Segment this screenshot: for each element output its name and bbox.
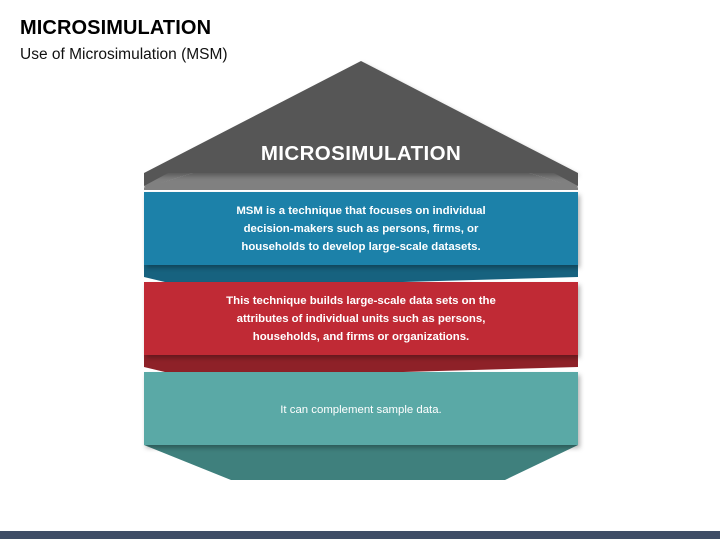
band-red-line-1: This technique builds large-scale data s…	[226, 295, 496, 307]
roof-label: MICROSIMULATION	[261, 142, 461, 165]
footer-accent-bar	[0, 531, 720, 539]
band-red-rect[interactable]	[144, 282, 578, 355]
band-blue-group[interactable]: MSM is a technique that focuses on indiv…	[144, 192, 578, 288]
band-teal-rect[interactable]	[144, 372, 578, 445]
page-title: MICROSIMULATION	[20, 17, 212, 39]
band-red-line-3: households, and firms or organizations.	[253, 331, 469, 343]
band-red-group[interactable]: This technique builds large-scale data s…	[144, 282, 578, 378]
roof-triangle[interactable]	[144, 61, 578, 173]
roof-overhang-left	[144, 173, 168, 186]
microsimulation-house-diagram: MICROSIMULATION MSM is a technique that …	[144, 61, 578, 480]
band-teal-base-shadow	[144, 445, 578, 480]
band-blue-line-1: MSM is a technique that focuses on indiv…	[236, 205, 485, 217]
page-subtitle: Use of Microsimulation (MSM)	[20, 46, 228, 63]
band-blue-line-3: households to develop large-scale datase…	[241, 241, 480, 253]
band-blue-rect[interactable]	[144, 192, 578, 265]
band-blue-line-2: decision-makers such as persons, firms, …	[244, 223, 479, 235]
band-red-line-2: attributes of individual units such as p…	[237, 313, 486, 325]
roof-overhang-right	[554, 173, 578, 186]
band-teal-group[interactable]: It can complement sample data.	[144, 372, 578, 480]
roof-group[interactable]: MICROSIMULATION	[144, 61, 578, 190]
band-teal-line-1: It can complement sample data.	[280, 404, 441, 416]
